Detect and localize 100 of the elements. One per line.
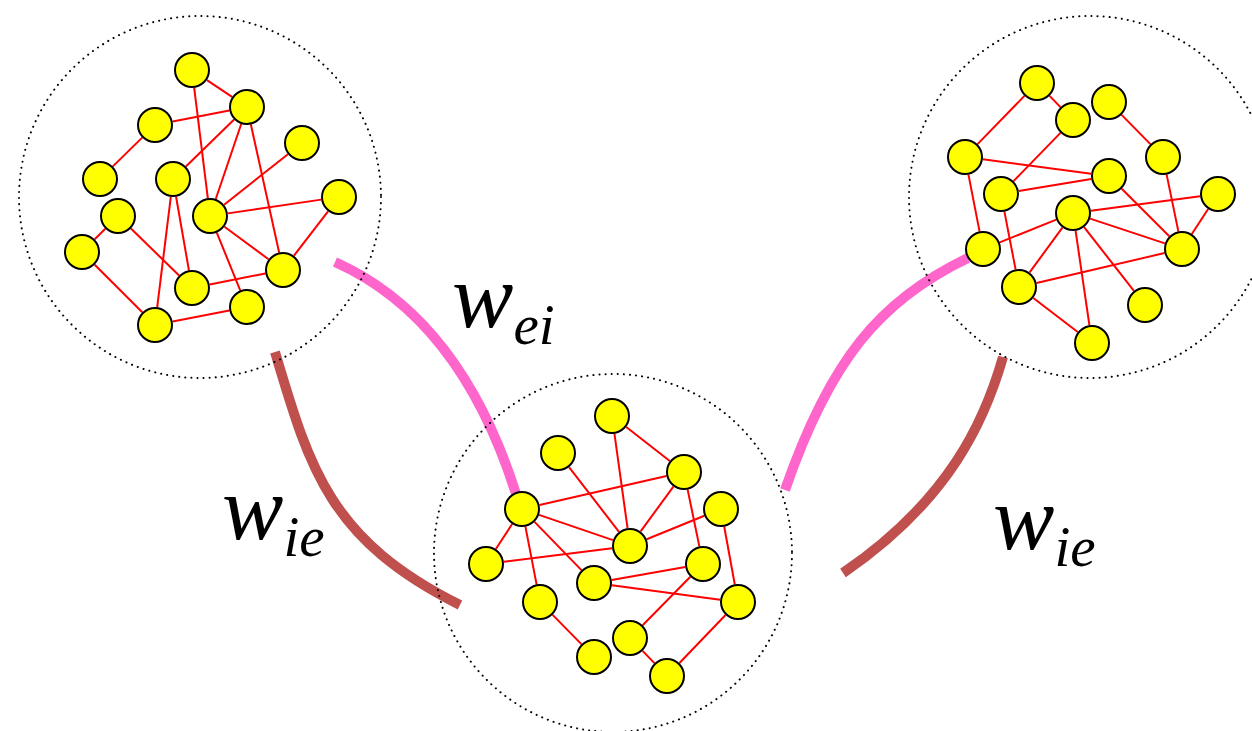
connection-line [568,466,620,533]
connection-line [1003,210,1017,271]
connection-line [639,485,675,533]
connection-line [538,475,668,506]
network-node [468,546,504,582]
connection-line [641,649,656,665]
network-node [174,270,210,306]
connection-line [613,432,629,530]
network-node [174,52,210,88]
network-node [703,491,739,527]
connection-line [1083,226,1135,292]
connection-line [998,218,1058,244]
network-node [1127,287,1163,323]
connection-line [967,173,981,233]
dotted-circle [18,15,382,379]
connection-line [502,547,614,563]
connection-line [1032,296,1079,334]
network-node [1055,195,1091,231]
connection-line [1074,229,1091,327]
network-node [522,584,558,620]
connection-line [93,227,107,241]
network-node [265,252,301,288]
network-node [1164,231,1200,267]
connection-line [981,158,1093,175]
connection-line [249,123,281,254]
connection-line [1089,195,1202,212]
network-node [1074,325,1110,361]
connection-line [1012,131,1062,183]
connection-line [292,210,330,257]
connection-line [171,109,231,123]
network-node [576,565,612,601]
network-node [612,528,648,564]
connection-line [171,309,231,323]
network-node [1145,139,1181,175]
network-node [1200,176,1236,212]
connection-line [111,136,144,168]
network-node [1001,269,1037,305]
network-node [504,491,540,527]
network-node [100,198,136,234]
connection-line [538,513,614,542]
network-node [666,454,702,490]
network-node [965,231,1001,267]
connection-line [494,523,514,550]
connection-line [214,123,243,200]
connection-line [205,79,234,98]
network-node [155,161,191,197]
connection-line [1165,173,1180,233]
connection-line [610,566,687,581]
network-node [229,289,265,325]
thick-connection-curve [840,355,1008,578]
network-node [82,161,118,197]
connection-line [976,94,1026,146]
network-node [64,234,100,270]
connection-line [1017,177,1093,193]
connection-line [1048,94,1062,109]
network-node [321,179,357,215]
connection-line [1120,113,1152,146]
network-node [540,435,576,471]
connection-line [156,195,172,309]
connection-line [524,525,538,586]
network-node [594,398,630,434]
network-node [649,658,685,694]
connection-line [551,613,583,646]
network-node [983,176,1019,212]
connection-line [723,525,736,586]
thick-connection-curve [270,350,463,610]
connection-line [533,520,583,572]
network-node [284,125,320,161]
connection-line [1120,187,1171,238]
network-node [1019,65,1055,101]
network-node [137,307,173,343]
network-node [192,198,228,234]
network-node [576,639,612,675]
network-node [685,546,721,582]
network-node [137,107,173,143]
connection-line [93,263,144,314]
connection-line [175,195,190,272]
connection-line [1028,226,1064,274]
network-node [612,620,648,656]
connection-line [686,488,701,548]
connection-line [193,86,209,200]
network-node [229,89,265,125]
connection-line [184,118,236,168]
thick-connection-curve [332,257,521,496]
connection-line [215,231,242,292]
connection-line [1035,252,1166,284]
connection-line [223,153,289,206]
network-node [1055,102,1091,138]
network-node [1091,84,1127,120]
connection-line [129,227,181,277]
connection-line [226,198,323,215]
connection-line [625,426,671,462]
connection-line [1089,217,1166,245]
connection-line [223,225,270,261]
network-node [1091,158,1127,194]
connection-line [610,584,722,601]
connection-line [678,614,727,664]
connection-line [208,272,267,286]
connection-line [641,575,692,627]
network-node [947,139,983,175]
